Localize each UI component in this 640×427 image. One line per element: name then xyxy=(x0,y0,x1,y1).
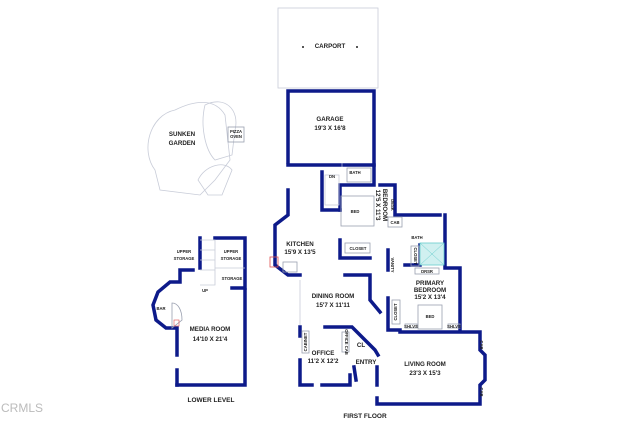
upper-storage-label-3: UPPER xyxy=(224,249,238,254)
pizza-oven-label-2: OVEN xyxy=(230,134,242,139)
primary-bedroom-label: PRIMARY xyxy=(416,280,445,287)
media-room-size: 14'10 X 21'4 xyxy=(193,336,228,343)
watermark: CRMLS xyxy=(1,401,43,415)
living-room-size: 23'3 X 15'3 xyxy=(409,370,441,377)
upper-storage-label-4: STORAGE xyxy=(221,256,242,261)
carport-label: CARPORT xyxy=(315,43,346,50)
vanity-label: VANITY xyxy=(390,257,395,272)
living-room-label: LIVING ROOM xyxy=(404,361,446,368)
carport: CARPORT xyxy=(277,7,379,89)
desk-label: DESK xyxy=(390,199,395,211)
lower-level: UPPER STORAGE UPPER STORAGE STORAGE UP B… xyxy=(151,236,247,387)
garage: GARAGE 19'3 X 16'8 xyxy=(286,89,376,167)
shelves-label-2: SHLVS xyxy=(447,324,461,329)
office-cab-label: OFFICE CAB xyxy=(344,329,349,355)
bath-upper-label: BATH xyxy=(349,170,360,175)
living-room: LIVING ROOM 23'3 X 15'3 CAB CAB xyxy=(375,330,487,406)
bedroom-wing: BATH DN BED CLOSET BEDROOM 12'5 X 11'3 D… xyxy=(286,163,442,260)
bar-label: BAR xyxy=(156,306,165,311)
office: CABINET OFFICE CAB OFFICE 11'2 X 12'2 CL… xyxy=(298,325,381,387)
lower-level-caption: LOWER LEVEL xyxy=(188,397,235,404)
kitchen-size: 15'9 X 13'5 xyxy=(284,249,316,256)
dining-room: DINING ROOM 15'7 X 11'11 xyxy=(299,273,383,325)
stairs-down-label: DN xyxy=(329,174,335,179)
sunken-garden-label-2: GARDEN xyxy=(169,140,196,147)
shelves-label: SHLVS xyxy=(404,324,418,329)
kitchen: KITCHEN 15'9 X 13'5 xyxy=(269,188,316,277)
pizza-oven-label: PIZZA xyxy=(230,129,242,134)
primary-bedroom-size: 15'2 X 13'4 xyxy=(414,294,446,301)
upper-storage-label: UPPER xyxy=(177,249,191,254)
bed-label: BED xyxy=(351,209,360,214)
sunken-garden-label: SUNKEN xyxy=(169,131,196,138)
primary-bedroom-label-2: BEDROOM xyxy=(414,287,446,294)
dining-room-label: DINING ROOM xyxy=(312,293,355,300)
bed-label-2: BED xyxy=(426,314,435,319)
office-size: 11'2 X 12'2 xyxy=(308,358,339,365)
garage-size: 19'3 X 16'8 xyxy=(314,125,346,132)
dresser-label: DRSR xyxy=(421,269,433,274)
media-room-label: MEDIA ROOM xyxy=(190,326,231,333)
kitchen-label: KITCHEN xyxy=(286,241,314,248)
closet-label-3: CLOSET xyxy=(393,303,398,320)
stairs-up-label: UP xyxy=(202,288,208,293)
cab-label: CAB xyxy=(390,220,399,225)
sunken-garden: SUNKEN GARDEN PIZZA OVEN xyxy=(147,101,245,196)
storage-label: STORAGE xyxy=(222,276,243,281)
cab-label-2: CAB xyxy=(479,340,484,349)
closet-label-2: CLOSET xyxy=(413,248,418,265)
office-label: OFFICE xyxy=(312,350,335,357)
entry-label: ENTRY xyxy=(356,359,378,366)
bedroom-size: 12'5 X 11'3 xyxy=(374,190,381,221)
garage-label: GARAGE xyxy=(316,116,343,123)
upper-storage-label-2: STORAGE xyxy=(174,256,195,261)
primary-bath-label: BATH xyxy=(411,235,422,240)
primary-suite: CAB BATH VANITY CLOSET CLOSET DRSR PRIMA… xyxy=(386,213,462,332)
cabinet-label: CABINET xyxy=(303,332,308,351)
cab-label-3: CAB xyxy=(479,387,484,396)
closet-label: CLOSET xyxy=(350,246,367,251)
dining-room-size: 15'7 X 11'11 xyxy=(316,302,350,309)
closet-cl-label: CL xyxy=(357,342,365,349)
first-floor-caption: FIRST FLOOR xyxy=(343,413,387,420)
bedroom-label: BEDROOM xyxy=(381,189,388,221)
